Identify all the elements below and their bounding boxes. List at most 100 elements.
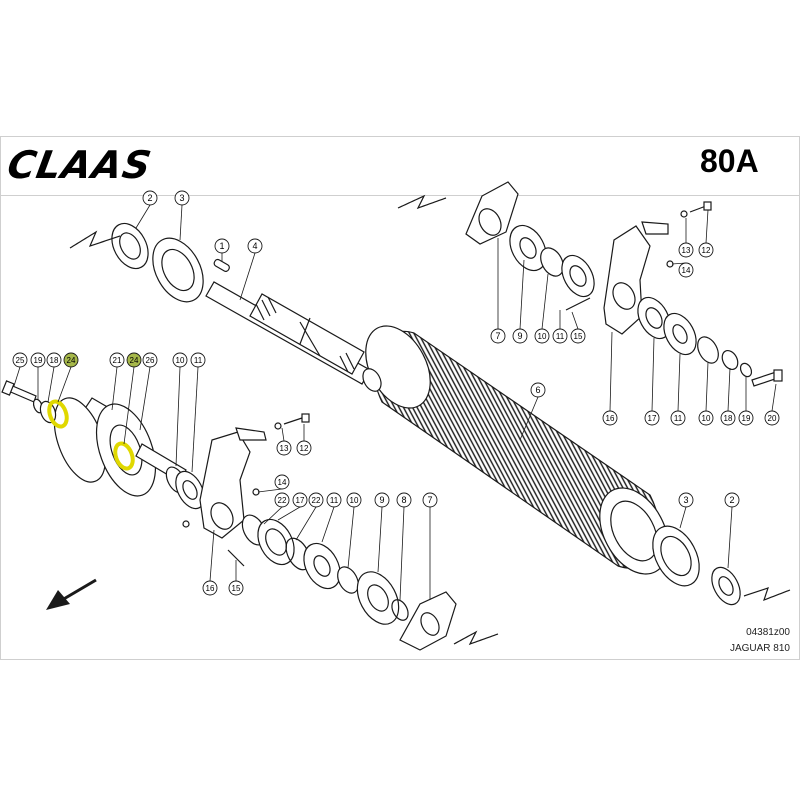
- part-callout-16[interactable]: 16: [602, 410, 618, 426]
- part-callout-7[interactable]: 7: [422, 492, 438, 508]
- part-callout-11[interactable]: 11: [552, 328, 568, 344]
- callout-number: 20: [768, 414, 777, 423]
- part-callout-3[interactable]: 3: [678, 492, 694, 508]
- part-callout-14[interactable]: 14: [678, 262, 694, 278]
- part-callout-18[interactable]: 18: [46, 352, 62, 368]
- part-callout-21[interactable]: 21: [109, 352, 125, 368]
- callout-number: 9: [517, 331, 522, 341]
- callout-circle: [30, 352, 46, 368]
- callout-leader-line: [571, 311, 579, 330]
- part-callout-17[interactable]: 17: [292, 492, 308, 508]
- part-callout-22[interactable]: 22: [274, 492, 290, 508]
- callout-leader-line: [541, 273, 549, 330]
- part-callout-15[interactable]: 15: [228, 580, 244, 596]
- callout-number: 1: [219, 241, 224, 251]
- part-callout-12[interactable]: 12: [698, 242, 714, 258]
- callout-circle: [276, 440, 292, 456]
- part-callout-13[interactable]: 13: [276, 440, 292, 456]
- callout-number: 15: [574, 332, 583, 341]
- callout-circle: [670, 410, 686, 426]
- callout-circle: [202, 580, 218, 596]
- part-callout-9[interactable]: 9: [512, 328, 528, 344]
- part-callout-2[interactable]: 2: [142, 190, 158, 206]
- part-callout-1[interactable]: 1: [214, 238, 230, 254]
- callout-circle: [720, 410, 736, 426]
- part-callout-11[interactable]: 11: [670, 410, 686, 426]
- callout-circle: [126, 352, 142, 368]
- callout-number: 11: [330, 496, 339, 505]
- part-callout-6[interactable]: 6: [530, 382, 546, 398]
- upper-seal-plate: [465, 181, 519, 245]
- part-callout-11[interactable]: 11: [190, 352, 206, 368]
- callout-circle: [308, 492, 324, 508]
- part-callout-20[interactable]: 20: [764, 410, 780, 426]
- callout-circle: [490, 328, 506, 344]
- part-callout-24[interactable]: 24: [126, 352, 142, 368]
- part-callout-17[interactable]: 17: [644, 410, 660, 426]
- direction-arrow: [46, 578, 97, 610]
- callout-leader-line: [47, 366, 55, 403]
- callout-leader-line: [705, 361, 709, 412]
- part-callout-13[interactable]: 13: [678, 242, 694, 258]
- page-code: 80A: [700, 143, 759, 179]
- callout-number: 19: [742, 414, 751, 423]
- part-callout-25[interactable]: 25: [12, 352, 28, 368]
- callout-number: 11: [194, 356, 203, 365]
- part-callout-26[interactable]: 26: [142, 352, 158, 368]
- part-callout-4[interactable]: 4: [247, 238, 263, 254]
- callout-leader-line: [347, 506, 355, 569]
- part-callout-2[interactable]: 2: [724, 492, 740, 508]
- callout-number: 10: [702, 414, 711, 423]
- part-callout-19[interactable]: 19: [30, 352, 46, 368]
- part-callout-10[interactable]: 10: [698, 410, 714, 426]
- part-callout-14[interactable]: 14: [274, 474, 290, 490]
- callout-number: 22: [278, 496, 287, 505]
- part-callout-16[interactable]: 16: [202, 580, 218, 596]
- callout-number: 25: [16, 356, 25, 365]
- part-callout-8[interactable]: 8: [396, 492, 412, 508]
- callout-leader-line: [263, 506, 283, 525]
- callout-number: 18: [50, 356, 59, 365]
- callout-leader-line: [295, 506, 317, 541]
- callout-number: 16: [606, 414, 615, 423]
- part-callout-10[interactable]: 10: [172, 352, 188, 368]
- part-callout-22[interactable]: 22: [308, 492, 324, 508]
- part-callout-10[interactable]: 10: [534, 328, 550, 344]
- callout-circle: [172, 352, 188, 368]
- callout-leader-line: [677, 353, 681, 412]
- callout-number: 15: [232, 584, 241, 593]
- callout-number: 3: [179, 193, 184, 203]
- callout-circle: [738, 410, 754, 426]
- callout-circle: [326, 492, 342, 508]
- callout-number: 10: [176, 356, 185, 365]
- callout-circle: [764, 410, 780, 426]
- part-callout-12[interactable]: 12: [296, 440, 312, 456]
- callout-leader-line: [609, 331, 613, 412]
- callout-circle: [698, 242, 714, 258]
- part-callout-9[interactable]: 9: [374, 492, 390, 508]
- part-callout-24[interactable]: 24: [63, 352, 79, 368]
- callout-number: 21: [113, 356, 122, 365]
- callout-number: 19: [34, 356, 43, 365]
- part-callout-10[interactable]: 10: [346, 492, 362, 508]
- callout-number: 12: [702, 246, 711, 255]
- callout-leader-line: [209, 529, 215, 582]
- part-callout-18[interactable]: 18: [720, 410, 736, 426]
- part-callout-3[interactable]: 3: [174, 190, 190, 206]
- part-outlines: [1, 181, 791, 651]
- callout-circle: [292, 492, 308, 508]
- callout-leader-line: [727, 506, 733, 569]
- model-name: JAGUAR 810: [729, 643, 790, 654]
- part-callout-11[interactable]: 11: [326, 492, 342, 508]
- right-bearing-rings: [637, 296, 783, 387]
- callout-circle: [678, 242, 694, 258]
- callout-leader-line: [519, 396, 539, 441]
- callout-circle: [214, 238, 230, 254]
- part-callout-15[interactable]: 15: [570, 328, 586, 344]
- callout-circle: [12, 352, 28, 368]
- callout-leader-line: [727, 367, 731, 412]
- part-callout-19[interactable]: 19: [738, 410, 754, 426]
- part-callout-7[interactable]: 7: [490, 328, 506, 344]
